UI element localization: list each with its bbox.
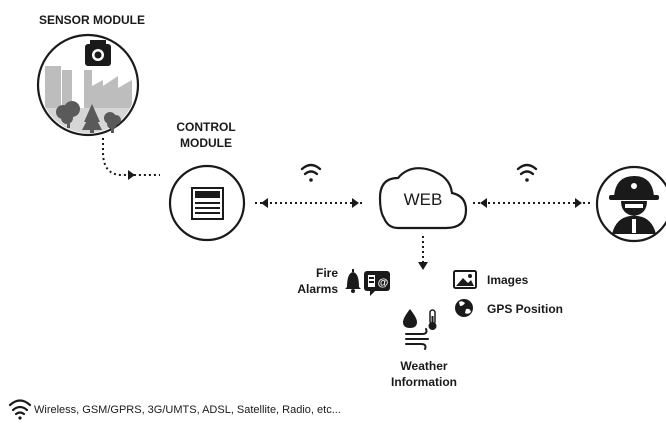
control-module-node[interactable] bbox=[168, 164, 246, 242]
web-node[interactable] bbox=[378, 167, 468, 230]
trees-illustration bbox=[56, 101, 121, 133]
image-icon bbox=[453, 270, 477, 289]
alarm-device-icon: @ bbox=[364, 271, 390, 296]
wifi-icon bbox=[300, 163, 322, 182]
bell-icon bbox=[345, 269, 361, 293]
control-module-label-line1: CONTROL bbox=[176, 120, 236, 134]
wind-icon bbox=[405, 328, 429, 350]
sensor-module-node[interactable] bbox=[36, 33, 140, 148]
images-label: Images bbox=[487, 273, 529, 287]
firefighter-icon bbox=[609, 176, 659, 234]
control-module-label: CONTROL MODULE bbox=[168, 119, 244, 151]
web-output-link bbox=[418, 236, 428, 270]
camera-icon bbox=[85, 40, 111, 66]
fire-label-line1: Fire bbox=[315, 266, 338, 280]
control-web-link bbox=[255, 198, 365, 208]
gps-position-label: GPS Position bbox=[487, 302, 564, 316]
fire-label-line2: Alarms bbox=[297, 282, 338, 296]
globe-icon bbox=[455, 299, 473, 317]
sensor-module-label: SENSOR MODULE bbox=[39, 13, 146, 27]
web-user-link bbox=[473, 198, 590, 208]
sensor-to-control-line bbox=[102, 138, 160, 176]
thermometer-icon bbox=[428, 309, 437, 330]
drop-icon bbox=[403, 309, 417, 328]
wifi-icon bbox=[8, 399, 32, 420]
wifi-icon bbox=[516, 163, 538, 182]
weather-information-label: Weather Information bbox=[374, 358, 474, 390]
legend-text: Wireless, GSM/GPRS, 3G/UMTS, ADSL, Satel… bbox=[34, 404, 341, 416]
control-panel-icon bbox=[191, 187, 224, 220]
svg-text:@: @ bbox=[378, 277, 389, 289]
weather-label-line2: Information bbox=[391, 375, 457, 389]
fire-alarms-label: Fire Alarms bbox=[296, 265, 338, 297]
weather-label-line1: Weather bbox=[400, 359, 448, 373]
control-module-label-line2: MODULE bbox=[180, 136, 232, 150]
web-label: WEB bbox=[403, 190, 443, 209]
firefighter-node[interactable] bbox=[595, 165, 666, 243]
weather-icon bbox=[403, 309, 437, 350]
arrow-head bbox=[128, 170, 135, 180]
